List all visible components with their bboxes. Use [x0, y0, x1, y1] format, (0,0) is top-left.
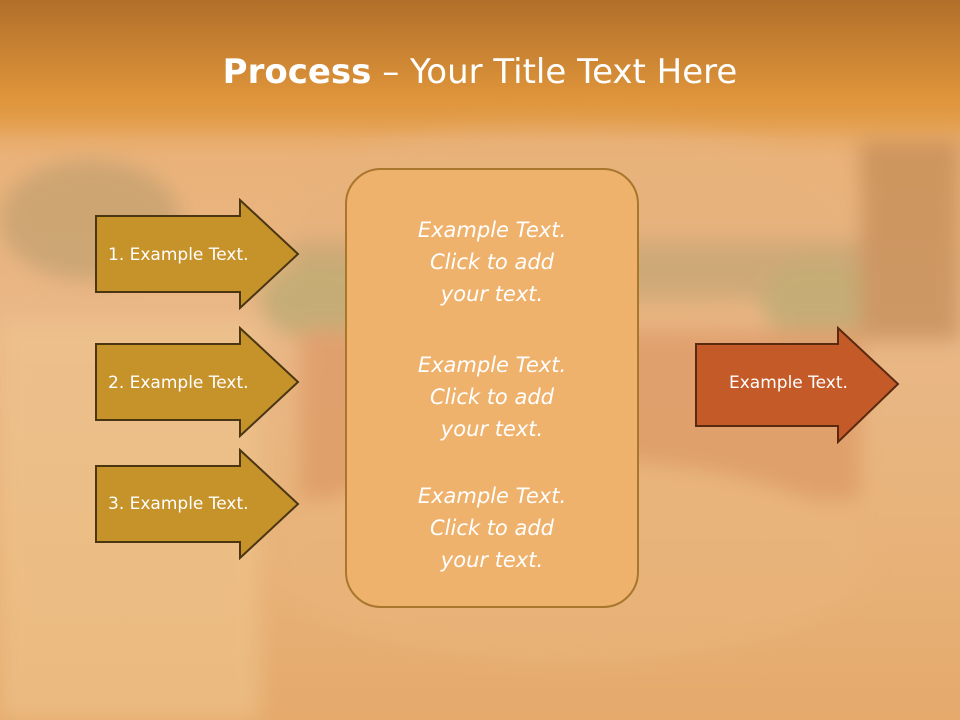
right-arrow-label: Example Text.	[729, 373, 848, 393]
center-block-1-line-1: Example Text.	[417, 218, 567, 242]
title-bold-part: Process	[222, 52, 372, 92]
center-block-1-line-3: your text.	[440, 282, 544, 306]
left-arrow-3[interactable]	[94, 448, 300, 560]
left-arrow-1-label: 1. Example Text.	[108, 245, 249, 265]
left-arrow-3-label: 3. Example Text.	[108, 494, 249, 514]
center-block-2-line-2: Click to add	[429, 385, 554, 409]
slide-title[interactable]: Process – Your Title Text Here	[0, 52, 960, 92]
left-arrow-2-label: 2. Example Text.	[108, 373, 249, 393]
center-block-1: Example Text. Click to add your text.	[347, 214, 637, 310]
center-text-box[interactable]: Example Text. Click to add your text. Ex…	[345, 168, 639, 608]
center-block-2-line-1: Example Text.	[417, 353, 567, 377]
center-block-3-line-3: your text.	[440, 548, 544, 572]
center-block-3-line-2: Click to add	[429, 516, 554, 540]
title-bar	[0, 0, 960, 140]
center-block-2-line-3: your text.	[440, 417, 544, 441]
center-block-1-line-2: Click to add	[429, 250, 554, 274]
title-dash: –	[371, 52, 411, 92]
right-arrow[interactable]	[694, 326, 900, 444]
center-block-3: Example Text. Click to add your text.	[347, 480, 637, 576]
center-block-3-line-1: Example Text.	[417, 484, 567, 508]
left-arrow-1[interactable]	[94, 198, 300, 310]
left-arrow-2[interactable]	[94, 326, 300, 438]
title-rest-part: Your Title Text Here	[410, 52, 738, 92]
center-block-2: Example Text. Click to add your text.	[347, 349, 637, 445]
